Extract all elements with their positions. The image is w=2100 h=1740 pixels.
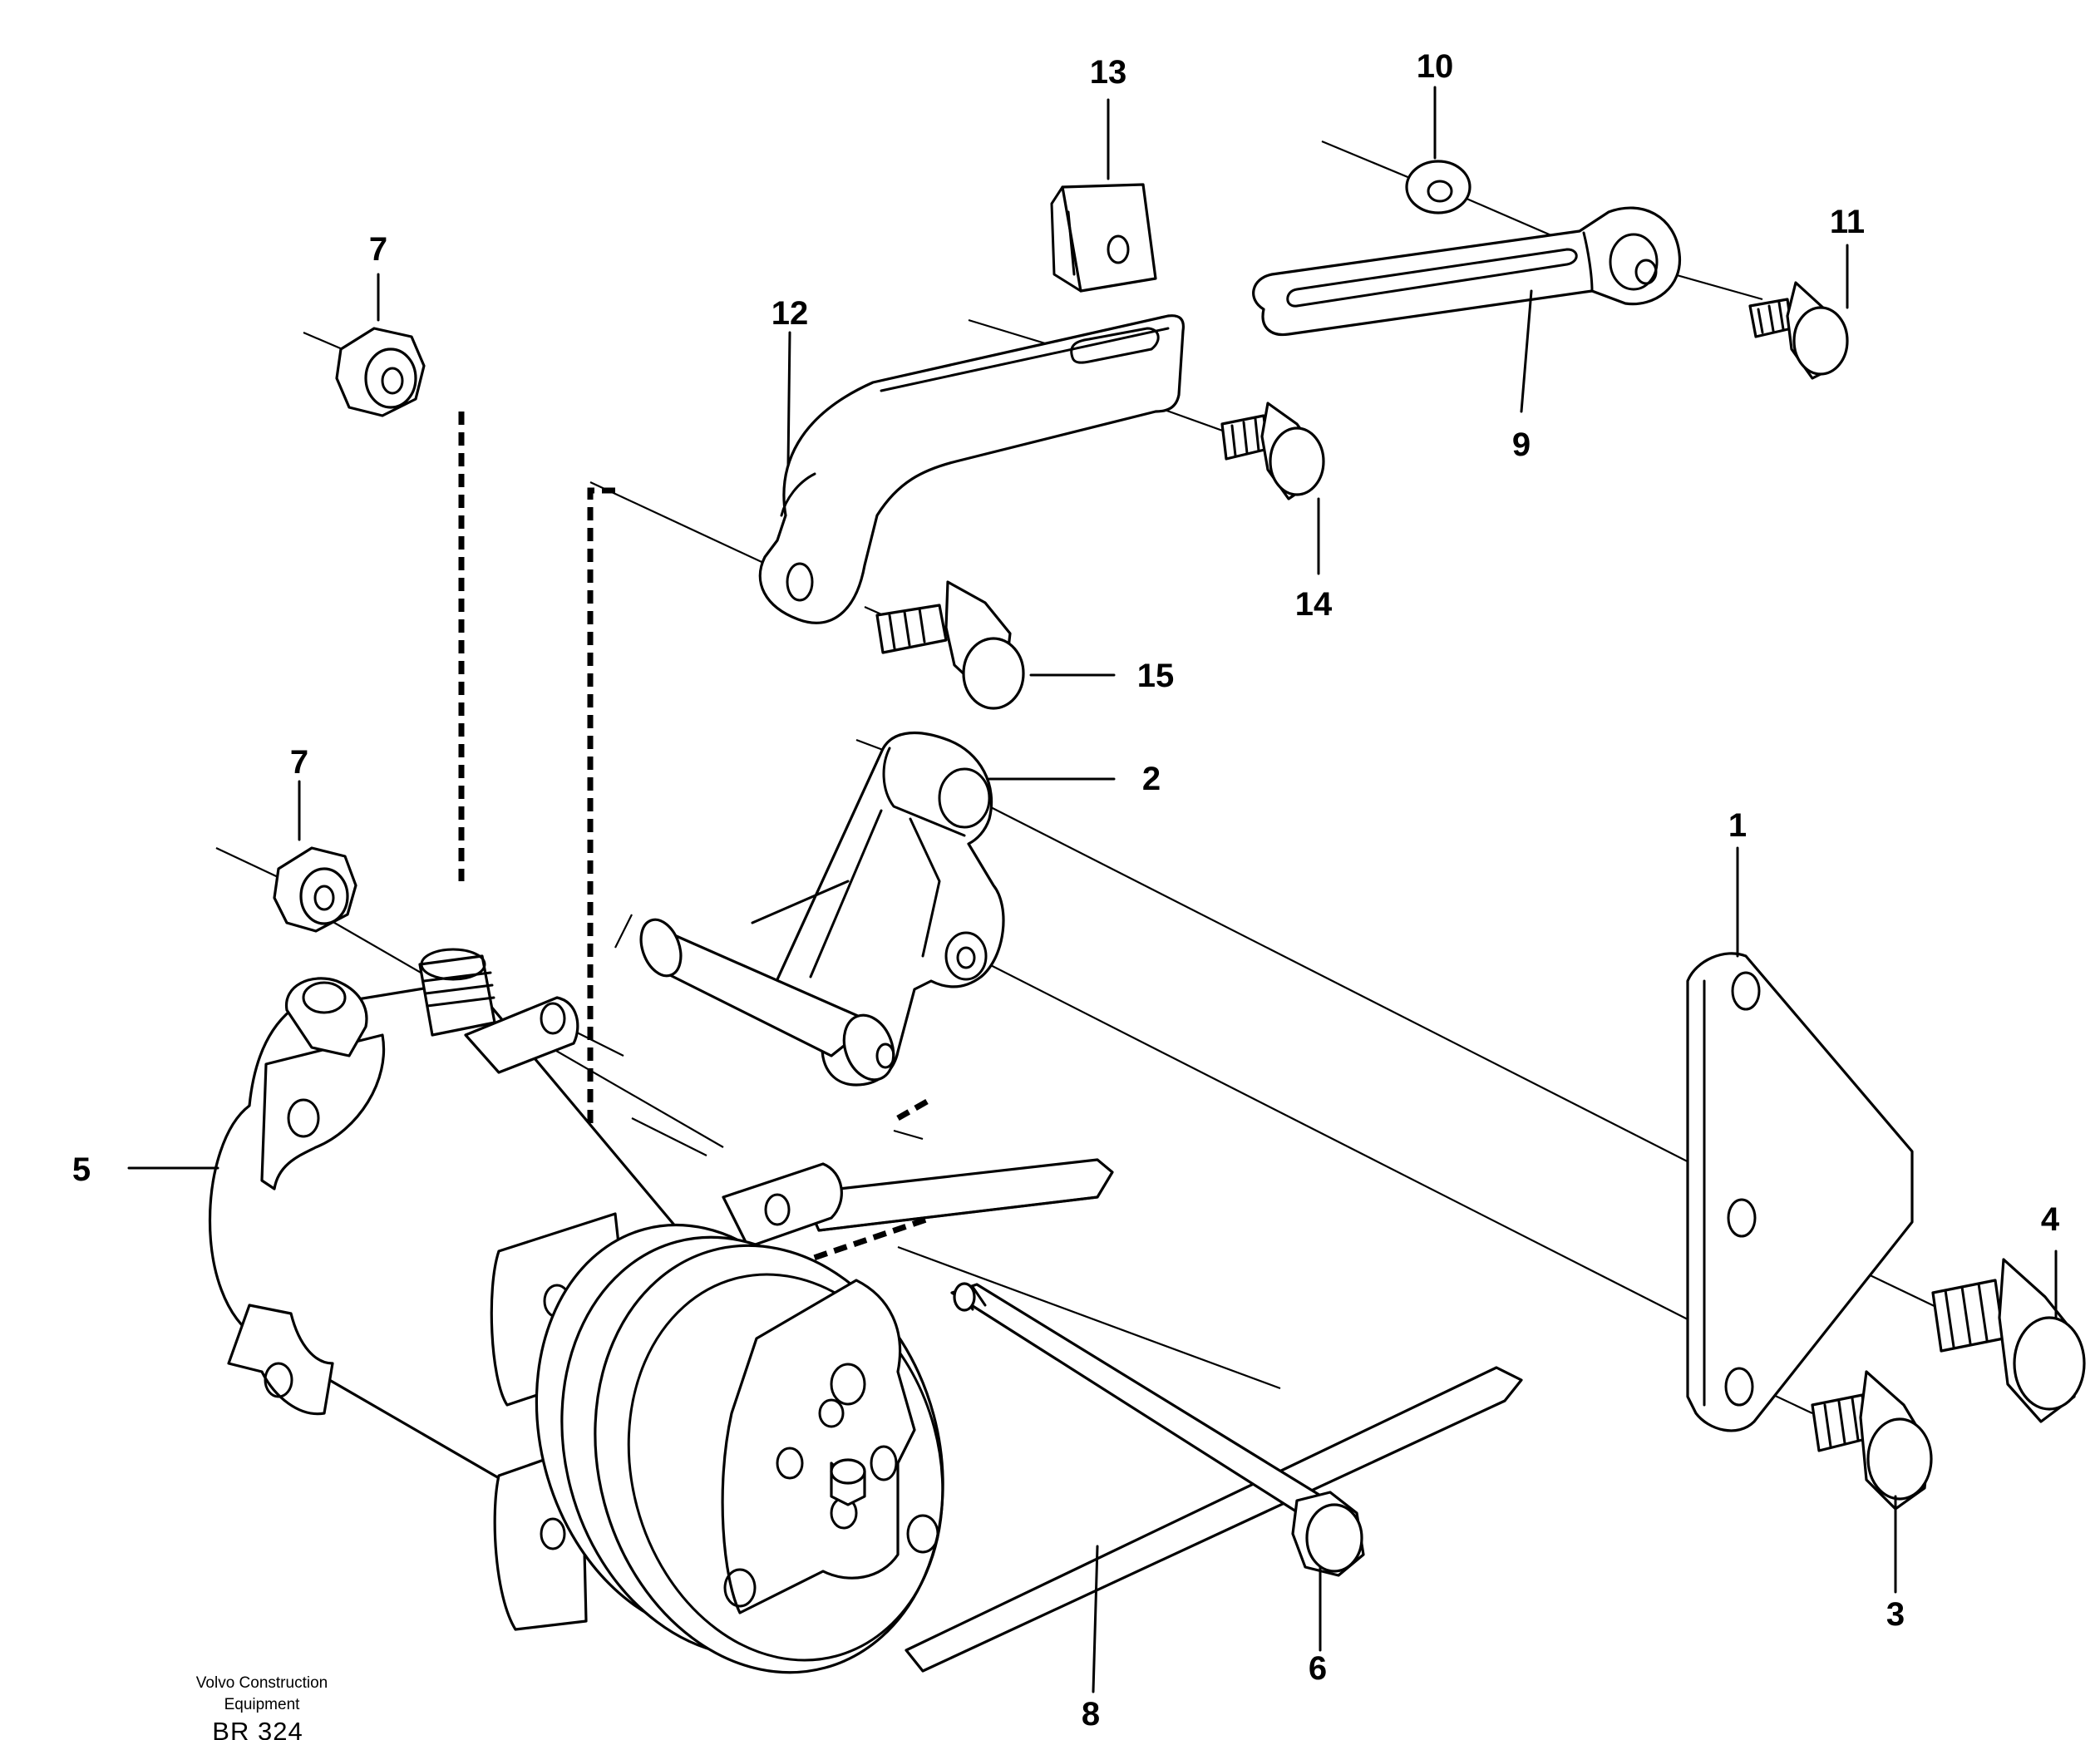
callout-11: 11 (1830, 204, 1865, 240)
callout-3: 3 (1886, 1596, 1905, 1633)
adjusting-arm-part-9 (1252, 206, 1682, 337)
washer-part-10 (1405, 160, 1471, 214)
credit-line-2: Equipment (224, 1696, 301, 1713)
compressor-part-5 (209, 948, 944, 1674)
clip-part-13 (1050, 183, 1157, 293)
nut-part-7-upper (335, 327, 426, 417)
callout-9: 9 (1512, 426, 1531, 463)
bolt-part-11 (1748, 281, 1849, 380)
bolt-part-4 (1931, 1258, 2086, 1423)
callout-14: 14 (1295, 586, 1333, 623)
plate-part-1 (1686, 952, 1914, 1432)
publisher-credit: Volvo Construction Equipment BR 324 (196, 1674, 328, 1740)
callout-1: 1 (1728, 807, 1747, 844)
callout-7-lower: 7 (290, 744, 308, 781)
credit-line-1: Volvo Construction (196, 1674, 328, 1692)
nut-part-7-lower (273, 846, 357, 933)
callout-2: 2 (1142, 761, 1161, 797)
tensioner-bracket-part-2 (639, 731, 1005, 1087)
long-bolt-part-6 (950, 1282, 1365, 1577)
bolt-part-14 (1220, 402, 1325, 500)
bracket-part-12 (758, 314, 1186, 624)
callout-13: 13 (1090, 54, 1127, 91)
callouts: 7 7 13 10 12 11 9 14 15 2 1 5 4 3 6 8 (72, 48, 2060, 1733)
belt-part-8 (801, 1158, 1523, 1673)
callout-10: 10 (1417, 48, 1454, 85)
callout-12: 12 (771, 295, 809, 332)
bolt-part-3 (1811, 1370, 1933, 1511)
leader-lines (127, 86, 2058, 1693)
callout-5: 5 (72, 1151, 91, 1188)
reference-code: BR 324 (212, 1717, 303, 1740)
callout-8: 8 (1082, 1696, 1100, 1733)
callout-6: 6 (1309, 1650, 1327, 1687)
callout-7-upper: 7 (369, 231, 387, 268)
bolt-part-15 (875, 580, 1025, 710)
callout-4: 4 (2041, 1201, 2060, 1238)
callout-15: 15 (1137, 658, 1175, 694)
